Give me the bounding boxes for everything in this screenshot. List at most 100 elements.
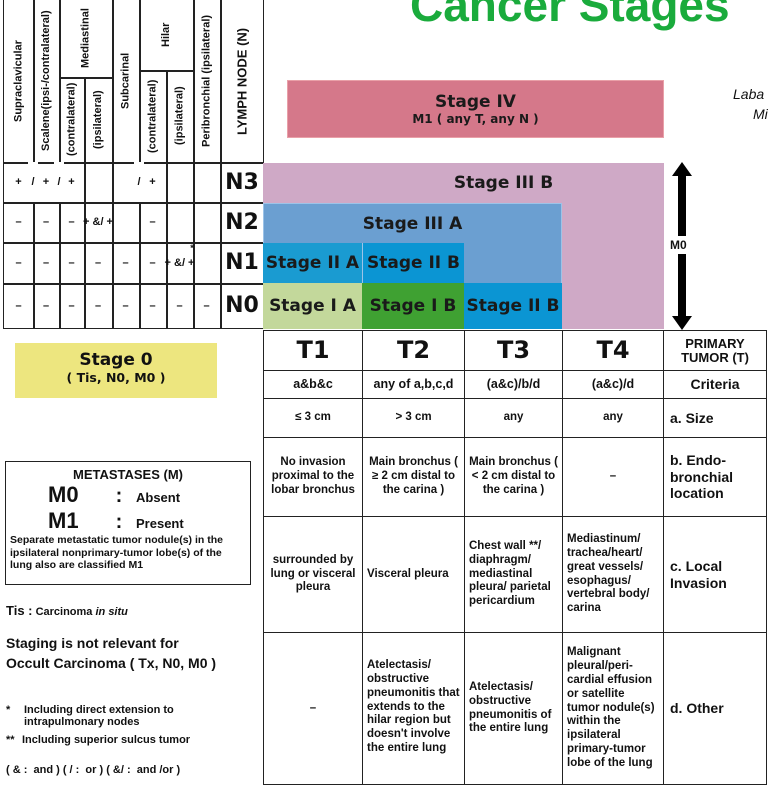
- m1-text: Present: [136, 516, 184, 531]
- m0-row: M0 : Absent: [6, 482, 250, 508]
- stage-0-label: Stage 0: [79, 350, 153, 370]
- stage-iiib-label: Stage III B: [453, 173, 554, 193]
- stage-ia-label: Stage I A: [269, 296, 356, 316]
- tumor-cell: > 3 cm: [363, 399, 465, 438]
- lymph-cell: –: [42, 216, 50, 228]
- lymph-cell: +: [68, 176, 75, 188]
- stage-iia-label: Stage II A: [265, 253, 360, 273]
- lymph-cell: + &/ +: [164, 256, 195, 269]
- lymph-cell: –: [68, 299, 75, 312]
- stage-iib-n0-box: Stage II B: [464, 283, 562, 329]
- lymph-cell: +: [149, 176, 156, 188]
- lymph-cell: –: [42, 256, 50, 269]
- or-separator: /: [54, 162, 64, 202]
- tumor-cell: No invasion proximal to the lobar bronch…: [264, 438, 363, 517]
- tumor-cell: ≤ 3 cm: [264, 399, 363, 438]
- lymph-cell: +: [42, 176, 50, 188]
- lymph-cell: –: [176, 299, 183, 312]
- lymph-cell: –: [15, 256, 22, 269]
- row-label-n1: N1: [225, 250, 259, 275]
- lymph-cell: –: [68, 256, 75, 269]
- m0-text: Absent: [136, 490, 181, 505]
- column-hilar-contralateral: (contralateral): [146, 79, 159, 153]
- stage-ib-box: Stage I B: [362, 283, 464, 329]
- criteria-label: Criteria: [664, 371, 767, 399]
- tumor-cell: Visceral pleura: [363, 517, 465, 633]
- column-mediastinal-contralateral: (contralateral): [65, 82, 78, 157]
- tis-note: Tis : Carcinoma in situ: [6, 603, 128, 618]
- footnote-mark: **: [6, 734, 15, 746]
- side-text-2: Mi: [753, 106, 768, 122]
- row-label-n0: N0: [225, 293, 259, 318]
- colon: :: [115, 485, 123, 507]
- grid-line: [112, 0, 114, 328]
- footnote-2: ** Including superior sulcus tumor: [6, 734, 190, 746]
- lymph-cell: –: [94, 299, 102, 312]
- tumor-cell: surrounded by lung or visceral pleura: [264, 517, 363, 633]
- page-title: Cancer Stages: [410, 0, 730, 31]
- tis-text: Carcinoma: [35, 606, 93, 618]
- stage-ia-box: Stage I A: [263, 283, 362, 329]
- stage-iv-box: Stage IV M1 ( any T, any N ): [287, 80, 664, 138]
- header-primary-tumor: PRIMARY TUMOR (T): [664, 331, 767, 371]
- footnote-text: Including superior sulcus tumor: [22, 734, 191, 746]
- stage-iib-label: Stage II B: [367, 253, 460, 273]
- lymph-cell: –: [203, 299, 210, 312]
- column-peribronchial: Peribronchial (ipsilateral): [200, 14, 213, 148]
- lymph-cell: + &/ +: [83, 216, 113, 228]
- group-mediastinal: Mediastinal: [79, 8, 92, 69]
- stage-iv-sub: M1 ( any T, any N ): [412, 112, 539, 126]
- tumor-cell: (a&c)/b/d: [465, 371, 563, 399]
- or-separator: /: [134, 162, 144, 202]
- lymph-node-title: LYMPH NODE (N): [234, 27, 250, 135]
- stage-iv-label: Stage IV: [435, 92, 516, 112]
- stage-iib-n1-box: Stage II B: [362, 243, 464, 283]
- tumor-cell: Mediastinum/ trachea/heart/ great vessel…: [563, 517, 664, 633]
- column-hilar-ipsilateral: (ipsilateral): [173, 86, 186, 146]
- lymph-cell: +: [15, 176, 22, 188]
- tumor-cell: Main bronchus ( ≥ 2 cm distal to the car…: [363, 438, 465, 517]
- lymph-cell: –: [122, 256, 129, 269]
- lymph-cell: –: [122, 299, 129, 312]
- m1-code: M1: [48, 508, 79, 533]
- tumor-cell: any: [465, 399, 563, 438]
- criteria-label: d. Other: [664, 633, 767, 785]
- tumor-cell: any of a,b,c,d: [363, 371, 465, 399]
- lymph-cell: –: [149, 299, 156, 312]
- tumor-cell: a&b&c: [264, 371, 363, 399]
- grid-line: [166, 70, 168, 328]
- staging-note-line: Occult Carcinoma ( Tx, N0, M0 ): [6, 655, 217, 672]
- tumor-cell: any: [563, 399, 664, 438]
- grid-line: [4, 242, 264, 244]
- lymph-cell: –: [94, 256, 102, 269]
- row-label-n2: N2: [225, 209, 259, 235]
- m0-arrow-icon: [671, 162, 693, 330]
- criteria-label: b. Endo-bronchial location: [664, 438, 767, 517]
- grid-line: [139, 70, 193, 72]
- lymph-cell: –: [15, 299, 22, 312]
- lymph-cell: –: [42, 299, 50, 312]
- header-t2: T2: [363, 331, 465, 371]
- side-text-1: Laba: [733, 86, 765, 102]
- m0-label: M0: [670, 238, 687, 252]
- tumor-cell: Atelectasis/ obstructive pneumonitis tha…: [363, 633, 465, 785]
- m1-row: M1 : Present: [6, 508, 250, 534]
- lymph-cell: –: [149, 256, 156, 269]
- tumor-cell: Malignant pleural/peri-cardial effusion …: [563, 633, 664, 785]
- grid-line: [4, 283, 264, 285]
- tumor-cell: –: [563, 438, 664, 517]
- metastases-box: METASTASES (M) M0 : Absent M1 : Present …: [5, 461, 251, 585]
- tumor-cell: Atelectasis/ obstructive pneumonitis of …: [465, 633, 563, 785]
- or-separator: /: [28, 162, 38, 202]
- grid-line: [4, 202, 264, 204]
- tumor-cell: (a&c)/d: [563, 371, 664, 399]
- metastases-title: METASTASES (M): [72, 467, 183, 482]
- symbol-legend: ( & : and ) ( / : or ) ( &/ : and /or ): [6, 764, 181, 776]
- criteria-label: a. Size: [664, 399, 767, 438]
- staging-note-line: Staging is not relevant for: [6, 635, 179, 651]
- metastases-note: Separate metastatic tumor nodule(s) in t…: [10, 534, 223, 572]
- header-t3: T3: [465, 331, 563, 371]
- stage-iiia-label: Stage III A: [362, 214, 463, 234]
